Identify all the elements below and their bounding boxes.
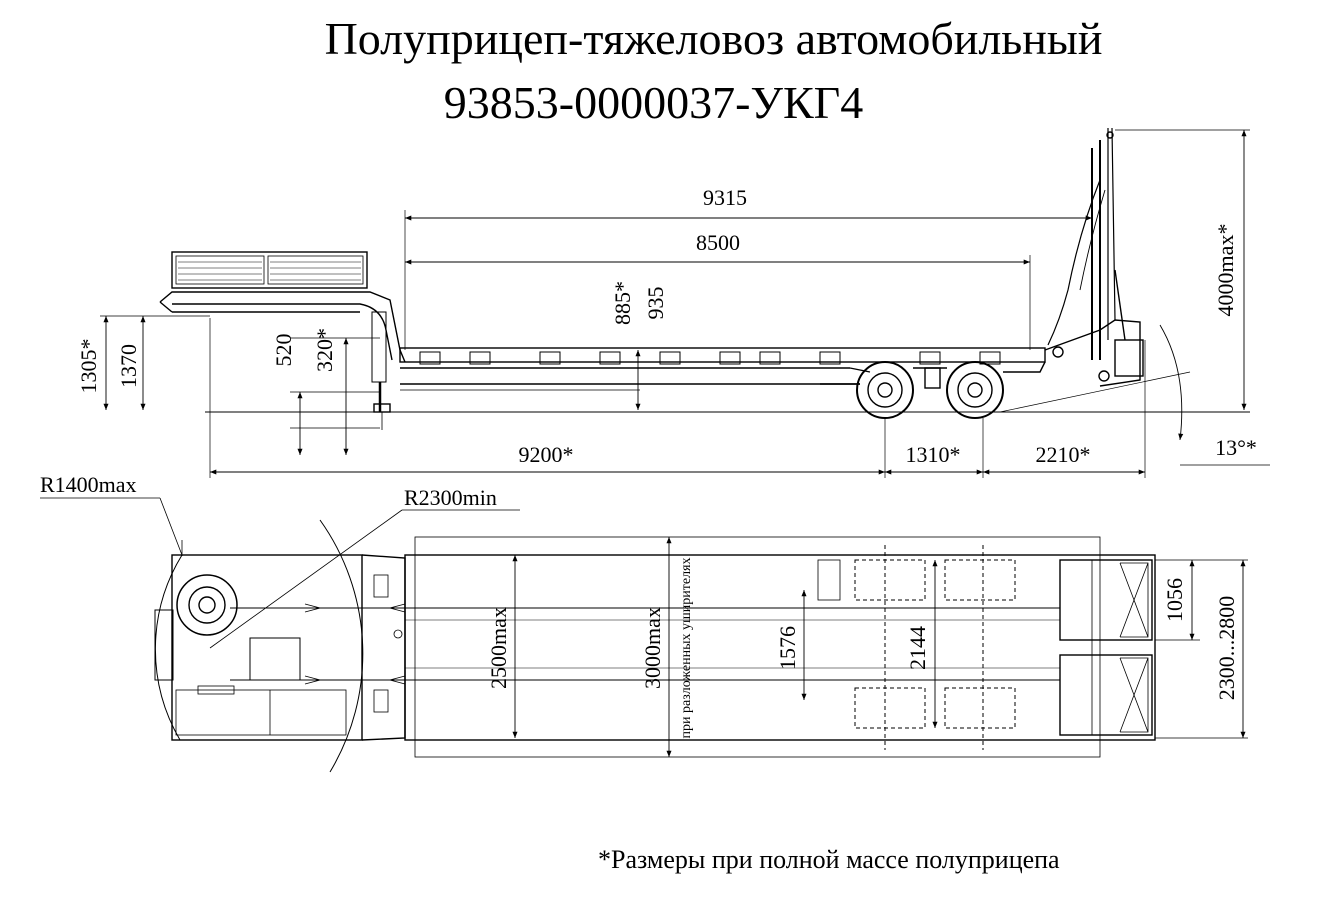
dim-1305: 1305* bbox=[76, 339, 101, 394]
dim-935: 935 bbox=[643, 287, 668, 320]
footnote: *Размеры при полной массе полуприцепа bbox=[598, 845, 1060, 874]
dim-8500: 8500 bbox=[696, 230, 740, 255]
gooseneck-top bbox=[171, 554, 363, 741]
top-view-dimensions: R1400max R2300min 2500max 3000max при ра… bbox=[40, 472, 1239, 738]
top-view bbox=[40, 497, 1248, 773]
dim-1370: 1370 bbox=[116, 344, 141, 388]
dim-2210: 2210* bbox=[1036, 442, 1091, 467]
dim-320: 320* bbox=[312, 328, 337, 372]
extended-note: при разложенных уширителях bbox=[679, 558, 694, 739]
angle-13: 13°* bbox=[1215, 435, 1257, 460]
deck-top bbox=[404, 554, 1156, 741]
title-line-1: Полуприцеп-тяжеловоз автомобильный bbox=[324, 13, 1103, 64]
side-view-dimensions: 9315 8500 885* 935 4000max* 1305* 1370 5… bbox=[76, 185, 1257, 467]
dim-r1400: R1400max bbox=[40, 472, 137, 497]
dim-3000max: 3000max bbox=[640, 607, 665, 689]
dim-520: 520 bbox=[271, 334, 296, 367]
title-line-2: 93853-0000037-УКГ4 bbox=[443, 77, 864, 128]
dim-9200: 9200* bbox=[519, 442, 574, 467]
gooseneck-platform bbox=[171, 251, 368, 289]
dim-r2300: R2300min bbox=[404, 485, 497, 510]
side-view bbox=[100, 127, 1250, 478]
rear-axle-wheels bbox=[856, 361, 1004, 419]
dim-1056: 1056 bbox=[1162, 578, 1187, 622]
dim-1576: 1576 bbox=[775, 626, 800, 670]
dim-2300-2800: 2300...2800 bbox=[1214, 596, 1239, 701]
dim-2144: 2144 bbox=[905, 626, 930, 670]
dim-2500max: 2500max bbox=[486, 607, 511, 689]
main-deck bbox=[399, 347, 1046, 363]
dim-1310: 1310* bbox=[906, 442, 961, 467]
dim-885: 885* bbox=[610, 281, 635, 325]
dim-9315: 9315 bbox=[703, 185, 747, 210]
dim-4000max: 4000max* bbox=[1213, 224, 1238, 317]
